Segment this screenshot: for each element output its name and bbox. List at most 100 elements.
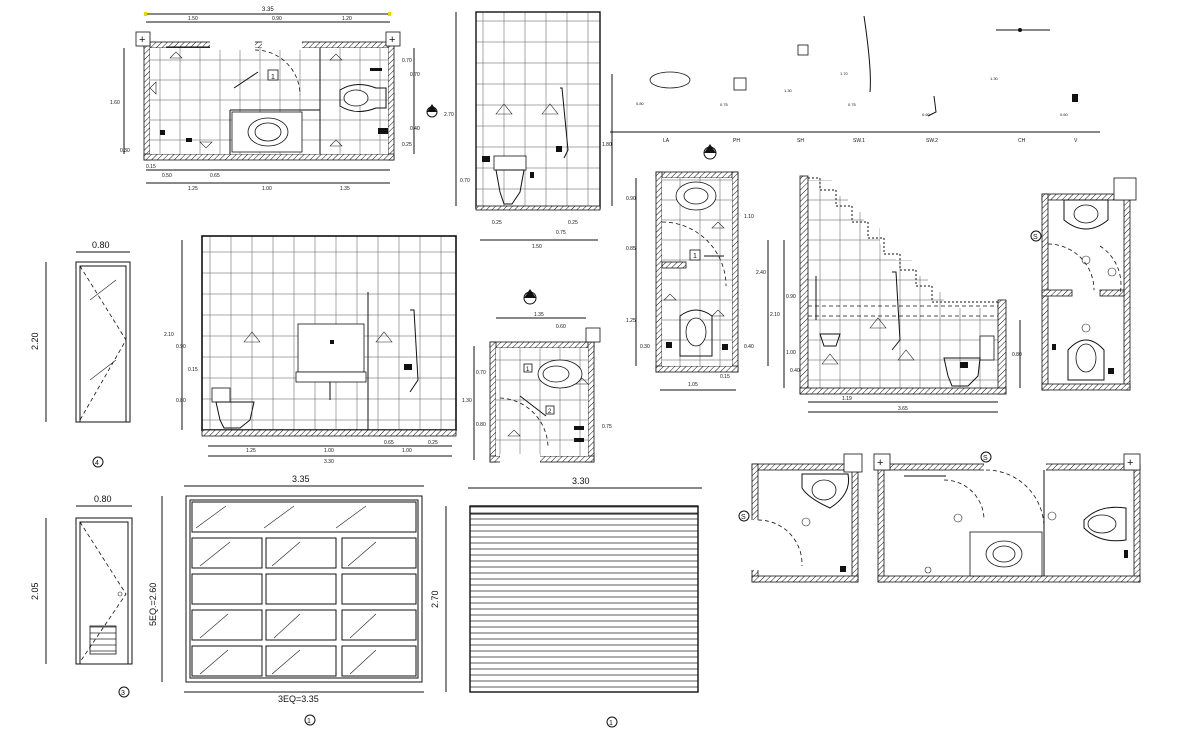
door-d3-height: 2.05 bbox=[30, 582, 40, 600]
elev-large-b3: 0.65 bbox=[384, 440, 394, 446]
svg-text:S: S bbox=[1033, 234, 1038, 241]
height-ch: 1.30 bbox=[990, 76, 999, 81]
tall-dim-4: 2.40 bbox=[756, 270, 766, 276]
tall-dim-6: 0.30 bbox=[640, 344, 650, 350]
dim-side-5: 0.40 bbox=[410, 126, 420, 132]
height-sw1-low: 0.75 bbox=[848, 102, 857, 107]
label-sh: SH bbox=[797, 138, 804, 144]
elev-dim-height: 2.70 bbox=[444, 112, 454, 118]
dim-bottom-4: 1.25 bbox=[188, 186, 198, 192]
height-sh: 1.30 bbox=[784, 88, 793, 93]
door-d3: 0.80 2.05 3 bbox=[30, 494, 133, 698]
mark-s-2: S bbox=[983, 455, 988, 462]
door-d4-height: 2.20 bbox=[30, 332, 40, 350]
elev-large-total: 3.30 bbox=[324, 459, 334, 465]
elev-dim-total: 1.50 bbox=[532, 244, 542, 250]
shutter-height: 2.70 bbox=[430, 590, 440, 608]
elev-large-s4: 0.80 bbox=[176, 398, 186, 404]
elev-dim-a: 0.25 bbox=[492, 220, 502, 226]
shutter-width: 3.30 bbox=[572, 476, 590, 486]
dim-bottom-5: 1.00 bbox=[262, 186, 272, 192]
dim-bottom-3: 0.65 bbox=[210, 173, 220, 179]
mark-s-1: S bbox=[741, 514, 746, 521]
door-tag-1: 1 bbox=[271, 74, 275, 81]
stair-dim-4: 0.40 bbox=[790, 368, 800, 374]
dim-bottom-2: 0.50 bbox=[162, 173, 172, 179]
door-d3-tag: 3 bbox=[121, 690, 125, 697]
label-sw1: SW.1 bbox=[853, 138, 865, 144]
window-height: 5EQ.=2.60 bbox=[148, 583, 158, 626]
tall-dim-1: 0.90 bbox=[626, 196, 636, 202]
elev-large-b4: 1.00 bbox=[402, 448, 412, 454]
stair-dim-6: 1.19 bbox=[842, 396, 852, 402]
tall-dim-5: 1.25 bbox=[626, 318, 636, 324]
dim-side-2: 0.30 bbox=[120, 148, 130, 154]
label-v: V bbox=[1074, 138, 1078, 144]
dim-seg-2: 0.90 bbox=[272, 16, 282, 22]
svg-text:+: + bbox=[389, 34, 395, 46]
tall-dim-3: 0.85 bbox=[626, 246, 636, 252]
elevation-shower-wc: 2.70 1.80 0.70 0.25 0.25 0.75 1.50 bbox=[444, 11, 613, 250]
elev-large-b1: 1.25 bbox=[246, 448, 256, 454]
plan-tall-center: 1 0.90 1.10 0.85 2.40 1.25 0.30 0.40 0.1… bbox=[626, 144, 769, 391]
dim-bottom-6: 1.35 bbox=[340, 186, 350, 192]
dim-bottom-1: 0.15 bbox=[146, 164, 156, 170]
small-dim-5: 0.80 bbox=[476, 422, 486, 428]
window-tag: 1 bbox=[307, 718, 311, 725]
dim-side-4: 0.70 bbox=[410, 72, 420, 78]
fixture-heights: 0.80 0.75 1.30 1.70 0.75 0.60 1.30 0.60 … bbox=[610, 15, 1100, 144]
stair-dim-1: 2.10 bbox=[770, 312, 780, 318]
dim-side-6: 0.25 bbox=[402, 142, 412, 148]
height-v: 0.60 bbox=[1060, 112, 1069, 117]
label-ch: CH bbox=[1018, 138, 1026, 144]
stair-dim-3: 1.00 bbox=[786, 350, 796, 356]
door-d4-width: 0.80 bbox=[92, 240, 110, 250]
height-sw1-top: 1.70 bbox=[840, 71, 849, 76]
tall-dim-9: 1.05 bbox=[688, 382, 698, 388]
small-dim-6: 0.75 bbox=[602, 424, 612, 430]
small-door-tag-2: 2 bbox=[548, 409, 552, 415]
door-d4: 0.80 2.20 4 bbox=[30, 240, 131, 468]
plan-top-left: 3.35 1.50 0.90 1.20 ++ 1 1.60 0.30 bbox=[110, 7, 438, 192]
elev-large-s2: 0.90 bbox=[176, 344, 186, 350]
tall-door-tag: 1 bbox=[693, 253, 697, 260]
elev-dim-b: 0.25 bbox=[568, 220, 578, 226]
tall-dim-2: 1.10 bbox=[744, 214, 754, 220]
door-d4-tag: 4 bbox=[95, 460, 99, 467]
plan-bottom-right: S + + S bbox=[738, 451, 1141, 583]
svg-text:+: + bbox=[1127, 457, 1133, 469]
stair-dim-7: 3.65 bbox=[898, 406, 908, 412]
svg-text:+: + bbox=[877, 457, 883, 469]
small-dim-3: 0.70 bbox=[476, 370, 486, 376]
small-dim-2: 0.60 bbox=[556, 324, 566, 330]
window-bottom: 3EQ=3.35 bbox=[278, 694, 319, 704]
height-la: 0.80 bbox=[636, 101, 645, 106]
elev-large-b5: 0.25 bbox=[428, 440, 438, 446]
label-sw2: SW.2 bbox=[926, 138, 938, 144]
window-width: 3.35 bbox=[292, 474, 310, 484]
elev-large-b2: 1.00 bbox=[324, 448, 334, 454]
dim-seg-1: 1.50 bbox=[188, 16, 198, 22]
tall-dim-7: 0.40 bbox=[744, 344, 754, 350]
window-v1: 3.35 5EQ.=2.60 3EQ=3.35 1 bbox=[148, 474, 424, 726]
small-dim-4: 1.30 bbox=[462, 398, 472, 404]
dim-side-3: 0.70 bbox=[402, 58, 412, 64]
elev-dim-wc: 0.70 bbox=[460, 178, 470, 184]
dim-side-1: 1.60 bbox=[110, 100, 120, 106]
label-la: LA bbox=[663, 138, 670, 144]
shutter-tag: 1 bbox=[609, 720, 613, 727]
elev-dim-shower: 1.80 bbox=[602, 142, 612, 148]
elevation-large: 1.25 1.00 0.65 1.00 0.25 3.30 2.10 0.90 … bbox=[164, 235, 457, 465]
plan-small-center: 1 2 1.35 0.60 0.70 1.30 0.80 0.75 bbox=[462, 289, 612, 464]
elev-large-s3: 0.15 bbox=[188, 367, 198, 373]
section-stair: 2.10 0.90 1.00 0.40 0.80 1.19 3.65 bbox=[770, 175, 1022, 413]
svg-text:+: + bbox=[139, 34, 145, 46]
stair-dim-5: 0.80 bbox=[1012, 352, 1022, 358]
small-dim-1: 1.35 bbox=[534, 312, 544, 318]
tall-dim-8: 0.15 bbox=[720, 374, 730, 380]
small-door-tag-1: 1 bbox=[526, 367, 530, 373]
label-ph: PH bbox=[733, 138, 740, 144]
dim-seg-3: 1.20 bbox=[342, 16, 352, 22]
shutter: 3.30 2.70 1 bbox=[430, 476, 702, 728]
